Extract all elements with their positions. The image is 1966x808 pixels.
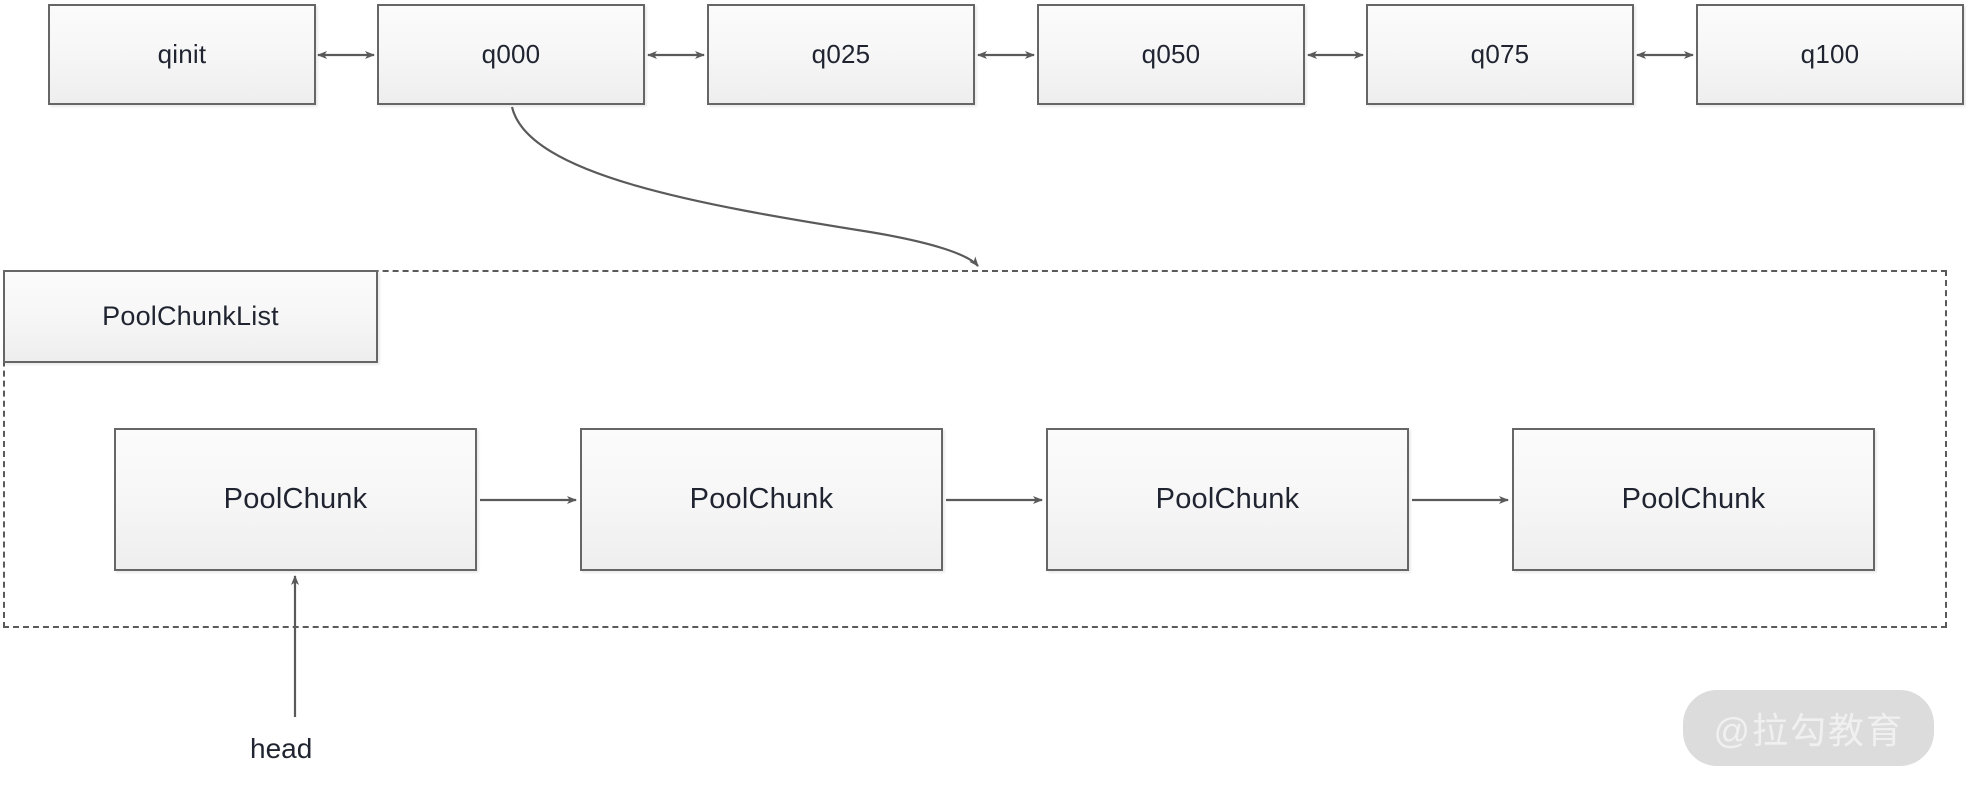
poolchunk-label: PoolChunk <box>223 483 368 515</box>
state-node-label: q050 <box>1141 39 1201 69</box>
poolchunk-node-2[interactable]: PoolChunk <box>580 428 943 571</box>
state-node-label: q025 <box>811 39 871 69</box>
poolchunk-node-3[interactable]: PoolChunk <box>1046 428 1409 571</box>
poolchunk-node-1[interactable]: PoolChunk <box>114 428 477 571</box>
poolchunk-label: PoolChunk <box>1621 483 1766 515</box>
watermark-text: @拉勾教育 <box>1713 710 1904 751</box>
head-label-text: head <box>250 733 313 764</box>
state-node-label: q075 <box>1470 39 1530 69</box>
state-node-q025[interactable]: q025 <box>707 4 975 105</box>
poolchunklist-label-box[interactable]: PoolChunkList <box>3 270 378 363</box>
watermark: @拉勾教育 <box>1683 690 1934 766</box>
drilldown-arrow-q000-to-poolchunklist <box>510 106 979 267</box>
head-label: head <box>250 733 312 765</box>
state-node-label: q100 <box>1800 39 1860 69</box>
poolchunk-label: PoolChunk <box>1155 483 1300 515</box>
poolchunk-node-4[interactable]: PoolChunk <box>1512 428 1875 571</box>
state-node-q075[interactable]: q075 <box>1366 4 1634 105</box>
state-node-q100[interactable]: q100 <box>1696 4 1964 105</box>
poolchunklist-group-container <box>3 270 1947 628</box>
state-node-qinit[interactable]: qinit <box>48 4 316 105</box>
poolchunk-label: PoolChunk <box>689 483 834 515</box>
state-node-q050[interactable]: q050 <box>1037 4 1305 105</box>
poolchunklist-label: PoolChunkList <box>102 301 279 331</box>
state-node-q000[interactable]: q000 <box>377 4 645 105</box>
state-node-label: qinit <box>157 39 207 69</box>
state-node-label: q000 <box>481 39 541 69</box>
